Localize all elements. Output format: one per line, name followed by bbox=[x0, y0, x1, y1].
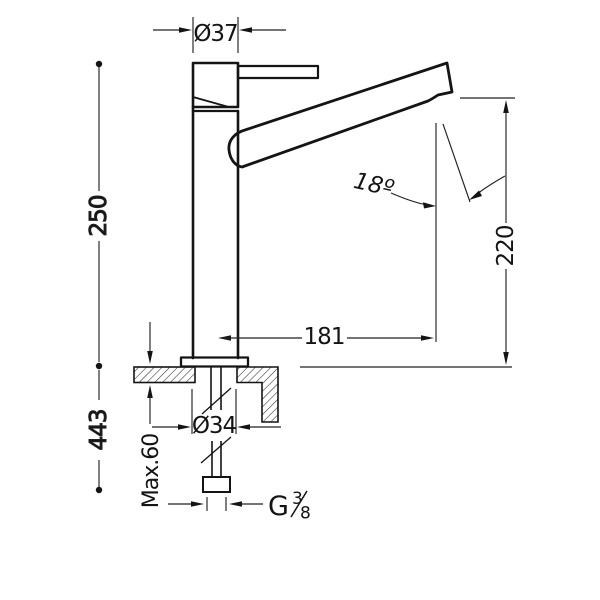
counter-section-right bbox=[236, 366, 279, 423]
dim-label-counter-thickness: Max.60 bbox=[139, 434, 164, 508]
dim-label-outlet-height: 220 bbox=[493, 225, 519, 266]
connection-nut bbox=[202, 476, 231, 493]
arrowhead bbox=[423, 202, 436, 209]
counter-section-left bbox=[133, 366, 196, 384]
arrowhead bbox=[179, 27, 192, 33]
dim-label-length-below-counter: 443 bbox=[86, 410, 112, 451]
reference-dot-counter bbox=[95, 362, 103, 370]
dim-spout-angle: 18º bbox=[351, 123, 506, 209]
faucet-head bbox=[191, 61, 240, 113]
dim-left-reference: 250 443 bbox=[86, 60, 113, 494]
arrowhead bbox=[237, 424, 250, 430]
fraction-slash bbox=[290, 490, 308, 518]
base-flange bbox=[179, 356, 250, 368]
dim-outlet-height: 220 bbox=[460, 97, 519, 365]
dim-top-diameter: Ø37 bbox=[153, 17, 286, 53]
break-line-upper bbox=[201, 387, 232, 415]
faucet-body bbox=[191, 105, 240, 360]
dim-label-spout-angle: 18º bbox=[351, 168, 396, 202]
dim-thread-size: G 3 8 bbox=[168, 489, 311, 524]
dim-label-thread-denominator: 8 bbox=[300, 504, 310, 524]
reference-dot-top bbox=[95, 60, 103, 68]
arrowhead bbox=[147, 351, 153, 364]
head-chamfer-line bbox=[192, 96, 228, 108]
arrowhead bbox=[421, 335, 434, 341]
arrowhead bbox=[178, 424, 191, 430]
dim-label-height-above-counter: 250 bbox=[86, 195, 112, 236]
faucet-spout bbox=[227, 61, 454, 169]
dim-label-thread-numerator: 3 bbox=[292, 489, 302, 509]
dim-label-top-diameter: Ø37 bbox=[193, 21, 237, 47]
angle-leader-left bbox=[390, 192, 426, 206]
threaded-shank bbox=[201, 367, 232, 415]
arrowhead bbox=[147, 385, 153, 398]
dim-label-thread-prefix: G bbox=[268, 491, 289, 522]
arrowhead bbox=[469, 190, 482, 200]
angle-reference-line bbox=[442, 123, 471, 203]
arrowhead bbox=[239, 27, 252, 33]
dim-spout-reach: 181 bbox=[218, 123, 437, 350]
dim-label-spout-reach: 181 bbox=[304, 324, 345, 350]
dim-counter-thickness: Max.60 bbox=[139, 322, 164, 508]
supply-hose bbox=[200, 436, 232, 477]
arrowhead bbox=[503, 100, 509, 113]
arrowhead bbox=[503, 352, 509, 365]
dim-hole-diameter: Ø34 bbox=[152, 389, 281, 439]
counter-section bbox=[133, 366, 512, 423]
dim-label-hole-diameter: Ø34 bbox=[192, 413, 237, 439]
arrowhead bbox=[191, 501, 204, 507]
arrowhead bbox=[229, 501, 242, 507]
supply-connection bbox=[200, 367, 232, 493]
faucet-outline bbox=[179, 61, 454, 368]
angle-leader-right bbox=[476, 175, 506, 195]
reference-dot-bottom bbox=[95, 486, 103, 494]
faucet-handle bbox=[236, 64, 320, 80]
break-line-lower bbox=[200, 436, 232, 464]
